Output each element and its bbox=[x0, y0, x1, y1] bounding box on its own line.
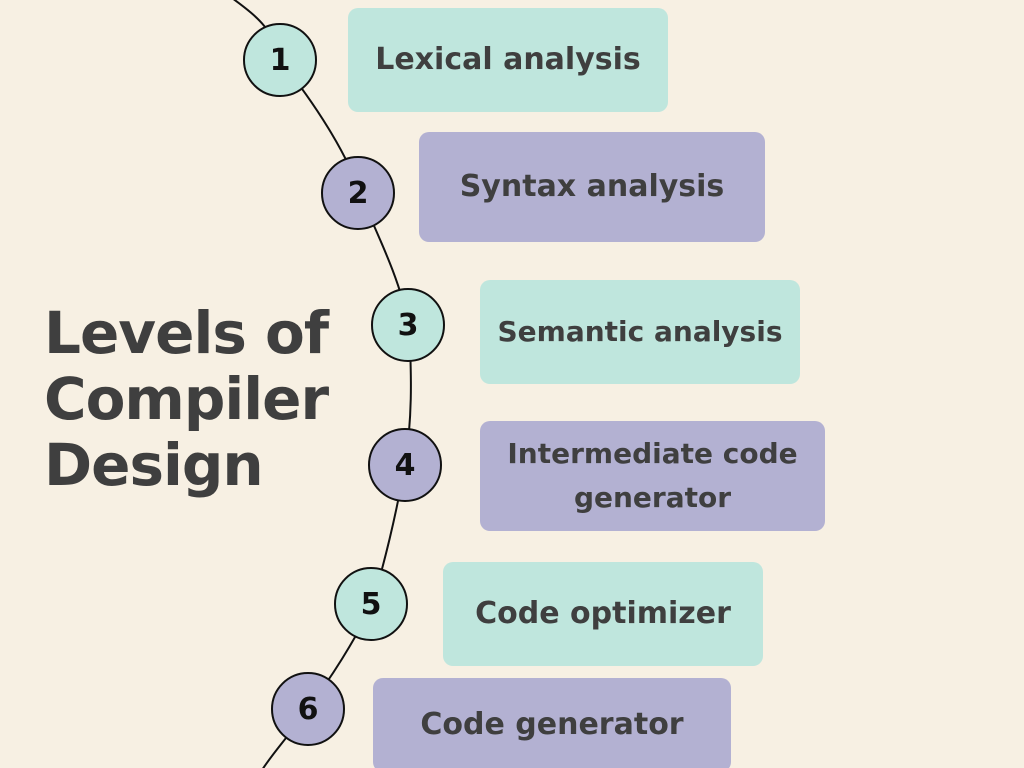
step-label-box: Code optimizer bbox=[443, 562, 763, 666]
step-label-box: Intermediate code generator bbox=[480, 421, 825, 531]
step-number-circle: 3 bbox=[371, 288, 445, 362]
step-number-circle: 6 bbox=[271, 672, 345, 746]
step-number: 6 bbox=[297, 691, 319, 727]
step-number-circle: 1 bbox=[243, 23, 317, 97]
step-number: 4 bbox=[394, 447, 416, 483]
title-line: Levels of bbox=[44, 299, 329, 367]
step-number: 1 bbox=[269, 42, 291, 78]
step-label: Lexical analysis bbox=[375, 42, 641, 77]
step-label: Semantic analysis bbox=[497, 315, 783, 348]
step-label: Syntax analysis bbox=[459, 169, 725, 204]
step-label: Intermediate code generator bbox=[507, 437, 798, 514]
step-label-box: Semantic analysis bbox=[480, 280, 800, 384]
step-number: 3 bbox=[397, 307, 419, 343]
step-number-circle: 2 bbox=[321, 156, 395, 230]
title-line: Compiler bbox=[44, 365, 329, 433]
step-label-box: Lexical analysis bbox=[348, 8, 668, 112]
step-label: Code generator bbox=[420, 707, 684, 742]
step-number: 5 bbox=[360, 586, 382, 622]
step-number: 2 bbox=[347, 175, 369, 211]
step-number-circle: 5 bbox=[334, 567, 408, 641]
step-label-box: Syntax analysis bbox=[419, 132, 765, 242]
title-line: Design bbox=[44, 431, 264, 499]
step-label: Code optimizer bbox=[475, 596, 731, 631]
page-title: Levels of Compiler Design bbox=[44, 300, 344, 498]
step-number-circle: 4 bbox=[368, 428, 442, 502]
step-label-box: Code generator bbox=[373, 678, 731, 768]
